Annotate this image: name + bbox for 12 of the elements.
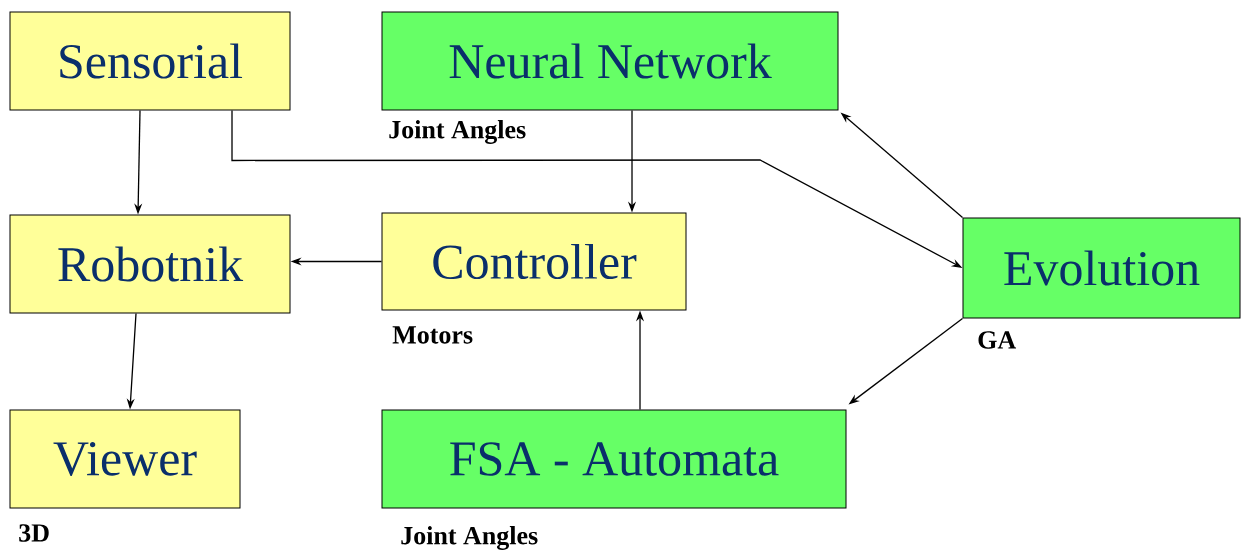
beside-label: Joint Angles	[389, 120, 526, 144]
process-box: Evolution	[962, 217, 1241, 319]
beside-label: Motors	[392, 326, 473, 344]
process-box: FSA - Automata	[381, 409, 847, 509]
beside-label: Joint Angles	[401, 526, 538, 550]
beside-label: GA	[978, 331, 1016, 349]
process-box: Robotnik	[9, 214, 291, 314]
process-box: Neural Network	[381, 11, 839, 111]
process-box: Sensorial	[9, 11, 291, 111]
beside-label: 3D	[19, 524, 49, 542]
process-box: Viewer	[9, 409, 241, 509]
process-box: Controller	[381, 212, 687, 311]
